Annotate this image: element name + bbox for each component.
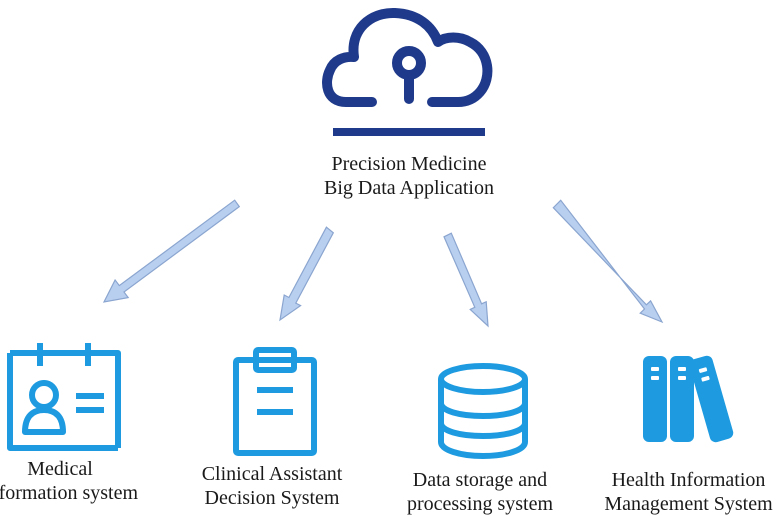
data-storage-system-line2: processing system: [406, 493, 554, 515]
arrow-to-medical: [102, 199, 241, 303]
center-title: Precision Medicine Big Data Application: [309, 152, 509, 200]
clinical-system-label: Clinical Assistant Decision System: [172, 462, 372, 510]
medical-system-line1: Medical: [27, 458, 93, 480]
arrow-to-clinical: [279, 226, 335, 322]
data-storage-system-line1: Data storage and: [412, 469, 548, 491]
clinical-system-line1: Clinical Assistant: [201, 463, 343, 485]
health-info-system-line2: Management System: [604, 493, 773, 515]
health-info-system-label: Health Information Management System: [595, 468, 782, 516]
binders-icon: [643, 355, 734, 443]
id-card-icon: [7, 343, 121, 451]
health-info-system-line1: Health Information: [611, 469, 766, 491]
medical-system-line2: Information system: [0, 482, 139, 504]
arrow-to-data-storage: [443, 232, 489, 328]
cloud-underline: [333, 128, 485, 136]
data-storage-system-label: Data storage and processing system: [380, 468, 580, 516]
binder-labels: [651, 367, 710, 382]
clipboard-icon: [233, 347, 317, 456]
clinical-system-line2: Decision System: [204, 487, 340, 509]
arrow-to-health-info: [552, 199, 664, 324]
cloud-icon: [322, 8, 493, 107]
arrows: [102, 199, 664, 328]
center-title-line1: Precision Medicine: [331, 153, 487, 175]
center-title-line2: Big Data Application: [324, 177, 494, 199]
database-icon: [438, 363, 528, 459]
medical-system-label: Medical Information system: [0, 457, 160, 505]
